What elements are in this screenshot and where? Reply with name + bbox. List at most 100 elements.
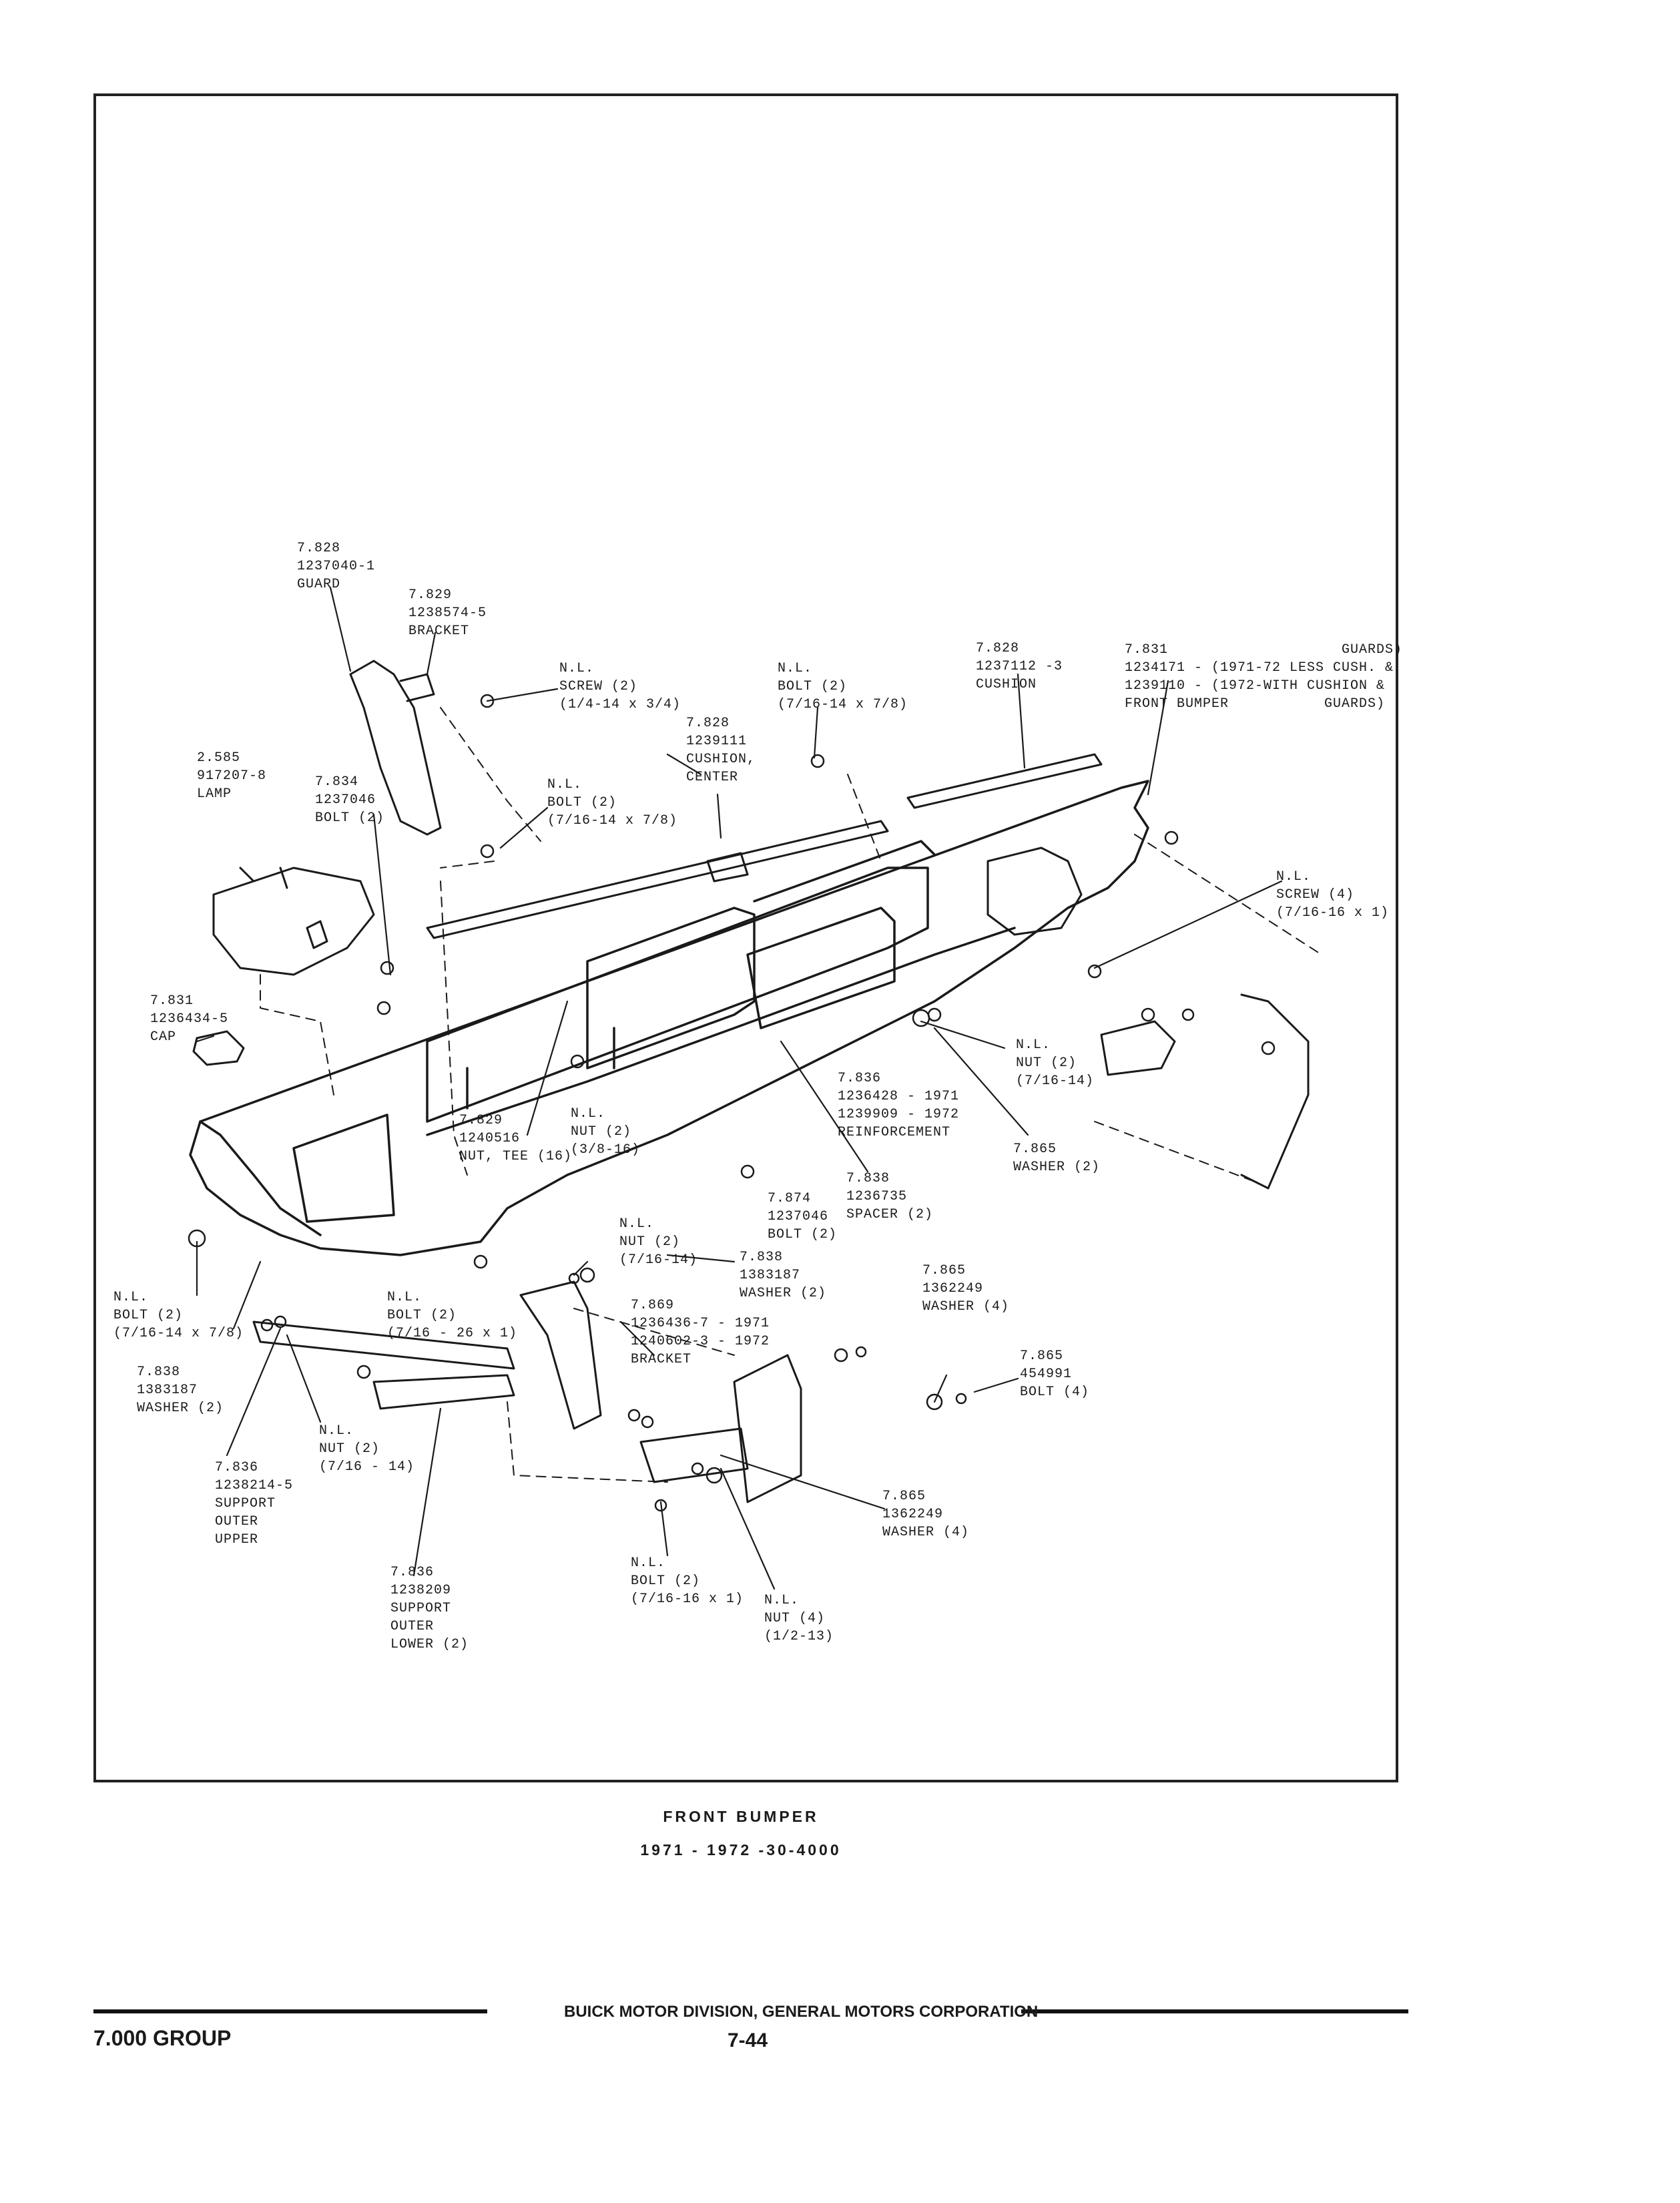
- callout-screw-a: N.L.SCREW (2)(1/4-14 x 3/4): [559, 660, 681, 714]
- callout-line: NUT, TEE (16): [459, 1149, 573, 1164]
- callout-line: BOLT (2): [547, 795, 617, 810]
- callout-line: N.L.: [547, 777, 583, 792]
- callout-line: SCREW (2): [559, 679, 638, 694]
- callout-line: 7.869: [631, 1298, 675, 1313]
- callout-line: (7/16-16 x 1): [1276, 905, 1390, 921]
- callout-line: BOLT (2): [387, 1308, 457, 1323]
- callout-nut-e: N.L.NUT (4)(1/2-13): [764, 1592, 834, 1646]
- callout-line: LOWER (2): [390, 1637, 469, 1652]
- callout-line: N.L.: [619, 1216, 655, 1232]
- cushion-strips: [426, 753, 1103, 939]
- callout-line: N.L.: [571, 1106, 606, 1122]
- callout-line: 1238214-5: [215, 1478, 294, 1493]
- callout-line: UPPER: [215, 1532, 259, 1547]
- lamp-part: [212, 867, 375, 976]
- callout-line: (7/16-14 x 7/8): [113, 1326, 244, 1341]
- callout-line: WASHER (2): [1013, 1160, 1101, 1175]
- callout-line: 1237046: [768, 1209, 829, 1224]
- callout-line: (1/2-13): [764, 1629, 834, 1644]
- callout-line: 1236434-5: [150, 1011, 229, 1027]
- callout-line: BOLT (4): [1020, 1385, 1090, 1400]
- callout-line: NUT (2): [619, 1234, 681, 1250]
- callout-line: 1362249: [922, 1281, 984, 1296]
- callout-line: 7.874: [768, 1191, 812, 1206]
- callout-guards: 7.831 GUARDS) 1234171 - (1971-72 LESS CUS…: [1125, 641, 1402, 713]
- callout-line: 7.829: [459, 1113, 503, 1128]
- callout-line: 1383187: [137, 1383, 198, 1398]
- right-guard: [987, 846, 1310, 1190]
- callout-line: N.L.: [1276, 869, 1312, 885]
- callout-nut-a: N.L.NUT (2)(7/16-14): [1016, 1036, 1094, 1090]
- callout-line: 1238574-5: [408, 605, 487, 621]
- lower-supports: [252, 1280, 802, 1503]
- callout-line: 454991: [1020, 1367, 1073, 1382]
- callout-line: LAMP: [197, 786, 232, 802]
- callout-line: 7.828: [686, 716, 730, 731]
- callout-line: (7/16 - 14): [319, 1459, 415, 1475]
- callout-line: SUPPORT: [215, 1496, 276, 1511]
- callout-line: 7.836: [215, 1460, 259, 1475]
- callout-nut-c: N.L.NUT (2)(7/16-14): [619, 1215, 697, 1269]
- callout-line: FRONT BUMPER GUARDS): [1125, 696, 1386, 712]
- callout-line: 1238209: [390, 1583, 452, 1598]
- callout-line: WASHER (4): [922, 1299, 1010, 1314]
- footer-rule-left: [93, 2009, 487, 2013]
- callout-line: N.L.: [764, 1593, 800, 1608]
- callout-line: 7.834: [315, 774, 359, 790]
- callout-line: OUTER: [390, 1619, 435, 1634]
- callout-line: CUSHION: [976, 677, 1037, 692]
- callout-line: N.L.: [1016, 1037, 1051, 1053]
- callout-line: BOLT (2): [778, 679, 848, 694]
- callout-line: 1383187: [740, 1268, 801, 1283]
- callout-line: 1234171 - (1971-72 LESS CUSH. &: [1125, 660, 1394, 676]
- callout-line: SPACER (2): [846, 1207, 934, 1222]
- footer-publisher: BUICK MOTOR DIVISION, GENERAL MOTORS COR…: [564, 2003, 1039, 2021]
- callout-line: OUTER: [215, 1514, 259, 1529]
- hardware: [188, 694, 1276, 1512]
- callout-line: BOLT (2): [768, 1227, 838, 1242]
- callout-line: N.L.: [778, 661, 813, 676]
- guard-part: [349, 660, 442, 836]
- callout-line: 1239110 - (1972-WITH CUSHION &: [1125, 678, 1386, 694]
- callout-line: BOLT (2): [113, 1308, 184, 1323]
- callout-line: BOLT (2): [315, 810, 385, 826]
- callout-bolt-f: N.L.BOLT (2)(7/16 - 26 x 1): [387, 1288, 517, 1342]
- callout-line: 7.829: [408, 587, 453, 603]
- callout-line: 1236428 - 1971: [838, 1089, 960, 1104]
- callout-line: N.L.: [631, 1555, 666, 1571]
- bumper-bar: [189, 780, 1149, 1256]
- callout-line: WASHER (2): [740, 1286, 827, 1301]
- callout-line: SCREW (4): [1276, 887, 1355, 903]
- callout-line: (7/16 - 26 x 1): [387, 1326, 518, 1341]
- callout-line: N.L.: [559, 661, 595, 676]
- callout-line: 1240516: [459, 1131, 521, 1146]
- callout-line: 1239111: [686, 734, 748, 749]
- callout-line: CENTER: [686, 770, 739, 785]
- callout-nut-d: N.L.NUT (2)(7/16 - 14): [319, 1422, 414, 1476]
- callout-line: (7/16-16 x 1): [631, 1592, 744, 1607]
- callout-line: 7.865: [1020, 1349, 1064, 1364]
- callout-line: (7/16-14): [1016, 1073, 1095, 1089]
- footer-rule-right: [1021, 2009, 1408, 2013]
- callout-line: 7.831 GUARDS): [1125, 642, 1403, 658]
- callout-line: 1237112 -3: [976, 659, 1063, 674]
- callout-line: N.L.: [113, 1290, 149, 1305]
- footer-page: 7-44: [728, 2029, 768, 2051]
- callout-line: 1236436-7 - 1971: [631, 1316, 770, 1331]
- callout-line: NUT (2): [571, 1124, 632, 1140]
- callout-line: 1240602-3 - 1972: [631, 1334, 770, 1349]
